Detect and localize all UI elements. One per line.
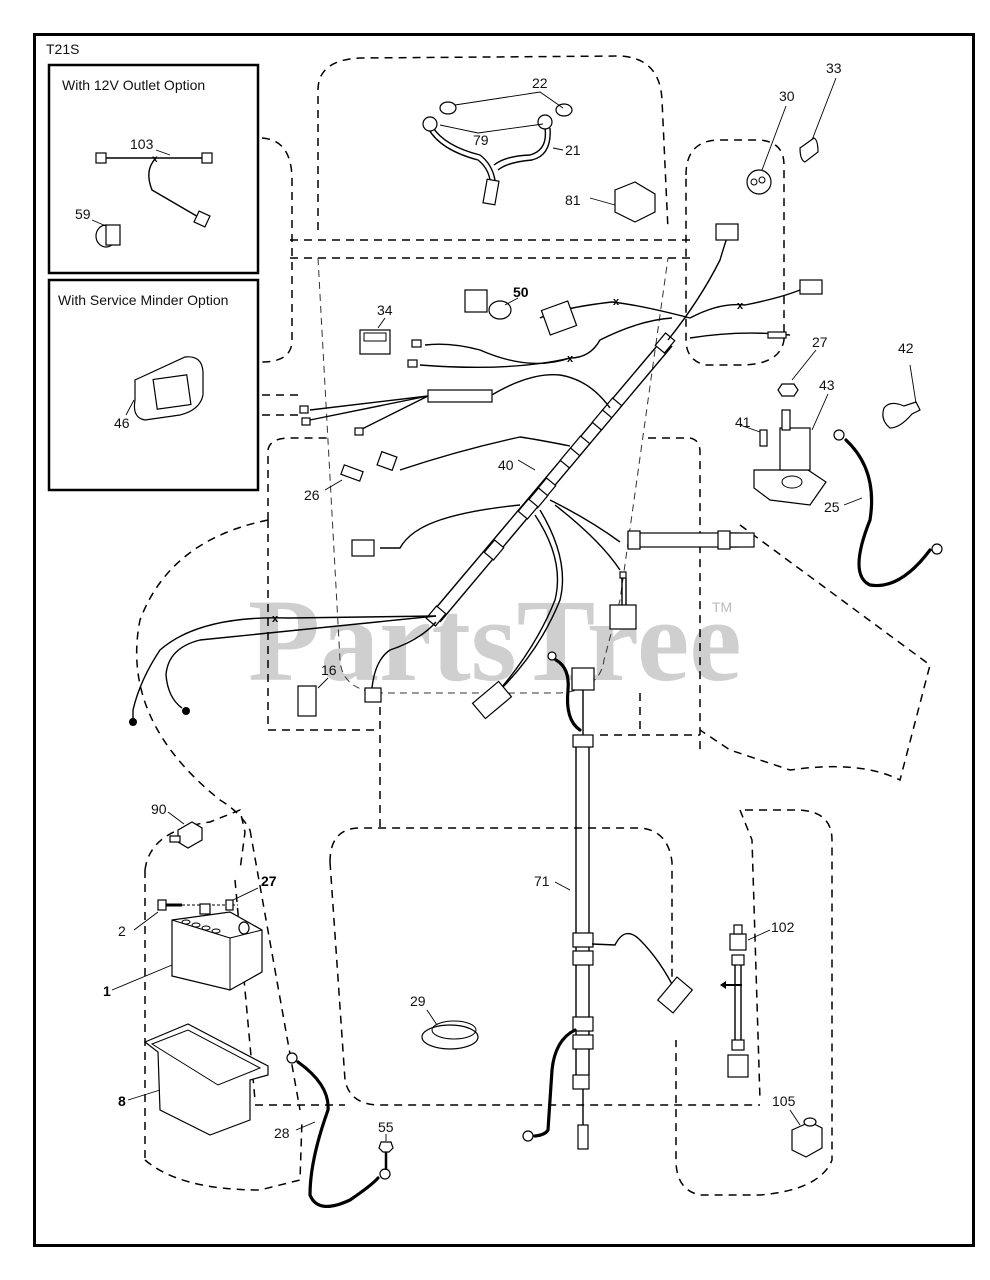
svg-text:x: x xyxy=(737,300,744,312)
diagram-border xyxy=(33,33,975,1247)
connector-icon xyxy=(729,933,747,951)
fuse: 26 xyxy=(304,464,364,503)
svg-text:x: x xyxy=(567,353,574,365)
callout-25: 25 xyxy=(824,499,840,515)
callout-55: 55 xyxy=(378,1119,394,1135)
callout-46: 46 xyxy=(114,415,130,431)
connector-icon xyxy=(656,976,694,1014)
callout-43: 43 xyxy=(819,377,835,393)
chassis-outline xyxy=(136,55,931,1196)
fuse-holder-icon xyxy=(177,821,203,849)
connector-icon xyxy=(471,680,513,720)
connector-icon xyxy=(364,687,382,703)
callout-28: 28 xyxy=(274,1125,290,1141)
callout-59: 59 xyxy=(75,206,91,222)
callout-40: 40 xyxy=(498,457,514,473)
round-button-icon xyxy=(421,1024,479,1050)
pto-switch: 50 xyxy=(464,284,529,320)
connector-icon xyxy=(95,152,107,164)
callout-42: 42 xyxy=(898,340,914,356)
headlight-harness: 22 79 21 xyxy=(422,75,581,206)
callout-50: 50 xyxy=(513,284,529,300)
bulb-socket-icon xyxy=(422,116,438,132)
svg-text:x: x xyxy=(272,613,279,625)
callout-8: 8 xyxy=(118,1093,126,1109)
connector-icon xyxy=(799,279,823,295)
starter-solenoid: 27 43 41 42 25 xyxy=(735,334,943,588)
callout-16: 16 xyxy=(321,662,337,678)
connector-icon xyxy=(201,152,213,164)
inset-12v-outlet: With 12V Outlet Option x 103 59 xyxy=(47,63,260,275)
model-code: T21S xyxy=(46,41,79,57)
ignition-switch-icon xyxy=(746,169,772,195)
callout-29: 29 xyxy=(410,993,426,1009)
callout-27b: 27 xyxy=(261,873,277,889)
connector-icon xyxy=(571,667,595,691)
harness-adapter: 102 xyxy=(720,919,795,1078)
bolt-icon xyxy=(759,429,768,447)
switch-icon xyxy=(791,1121,823,1158)
service-minder-display-icon xyxy=(133,356,204,421)
fuse-icon xyxy=(340,464,364,482)
callout-103: 103 xyxy=(130,136,154,152)
nut-icon xyxy=(225,899,234,911)
inset-service-minder: With Service Minder Option 46 xyxy=(47,278,260,492)
callout-30: 30 xyxy=(779,88,795,104)
connector-icon xyxy=(193,210,211,228)
plug-connector-icon xyxy=(297,685,317,717)
inset-service-minder-title: With Service Minder Option xyxy=(58,292,228,308)
relay: 81 xyxy=(565,181,656,223)
callout-34: 34 xyxy=(377,302,393,318)
callout-90: 90 xyxy=(151,801,167,817)
horn-button: 29 xyxy=(410,993,479,1050)
callout-2: 2 xyxy=(118,923,126,939)
callout-26: 26 xyxy=(304,487,320,503)
pto-switch-icon xyxy=(464,289,488,313)
callout-102: 102 xyxy=(771,919,795,935)
battery-tray-icon xyxy=(143,1023,269,1136)
callout-27a: 27 xyxy=(812,334,828,350)
bulb-icon xyxy=(555,103,573,117)
inset-12v-title: With 12V Outlet Option xyxy=(62,77,205,93)
callout-33: 33 xyxy=(826,60,842,76)
callout-21: 21 xyxy=(565,142,581,158)
bolt-icon xyxy=(157,899,167,911)
callout-22: 22 xyxy=(532,75,548,91)
connector-icon xyxy=(609,604,637,630)
headlight-connector-icon xyxy=(482,178,500,206)
callout-105: 105 xyxy=(772,1093,796,1109)
main-wiring-harness: x x x xyxy=(129,223,823,726)
bulb-socket-icon xyxy=(537,114,553,130)
svg-text:x: x xyxy=(152,154,158,165)
connector-icon xyxy=(715,223,739,241)
ignition-switch: 30 33 xyxy=(746,60,842,195)
bulb-icon xyxy=(439,101,457,115)
nut-icon xyxy=(777,383,799,397)
battery-assembly: 90 27 2 1 8 28 55 xyxy=(103,801,394,1208)
relay-icon xyxy=(614,181,656,223)
connector-icon xyxy=(727,1054,749,1078)
callout-81: 81 xyxy=(565,192,581,208)
callout-41: 41 xyxy=(735,414,751,430)
bolt-icon xyxy=(378,1141,394,1153)
terminal-boot-icon xyxy=(882,401,921,429)
rocker-switch-icon xyxy=(359,329,391,355)
ignition-key-icon xyxy=(799,137,819,163)
watermark-trademark: TM xyxy=(712,599,732,615)
callout-79: 79 xyxy=(473,132,489,148)
callout-1: 1 xyxy=(103,983,111,999)
engine-harness: 71 xyxy=(522,651,694,1150)
plug-connector: 16 xyxy=(297,662,337,717)
svg-text:x: x xyxy=(613,296,620,308)
rocker-switch: 34 xyxy=(359,302,393,355)
switch-105: 105 xyxy=(772,1093,823,1158)
callout-71: 71 xyxy=(534,873,550,889)
